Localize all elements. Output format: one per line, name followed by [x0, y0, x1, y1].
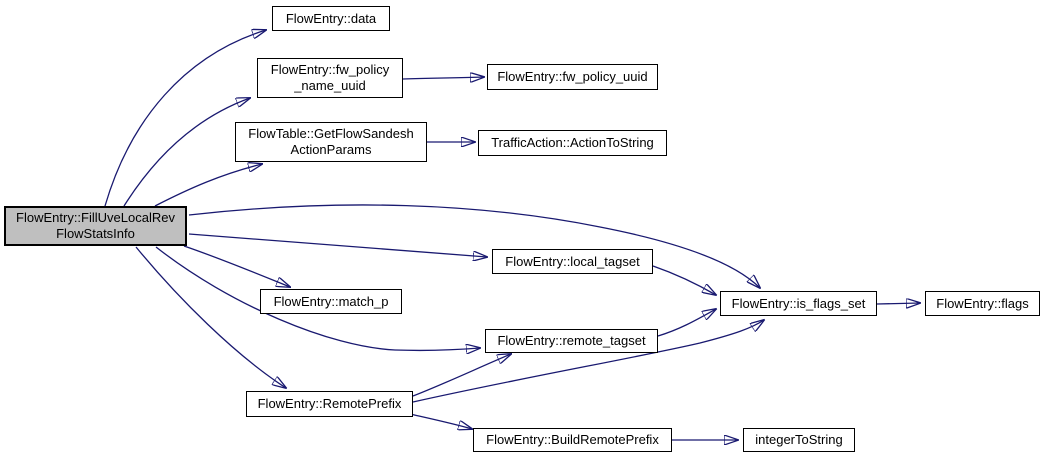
edge-main-to-is-flags-set	[188, 204, 760, 288]
node-remote-tagset[interactable]: FlowEntry::remote_tagset	[485, 329, 658, 353]
node-fill-uve-local-rev-flow-stats-info: FlowEntry::FillUveLocalRev FlowStatsInfo	[4, 206, 187, 246]
node-flags[interactable]: FlowEntry::flags	[925, 291, 1040, 316]
node-build-remote-prefix[interactable]: FlowEntry::BuildRemotePrefix	[473, 428, 672, 452]
node-fw-policy-uuid[interactable]: FlowEntry::fw_policy_uuid	[487, 64, 658, 90]
edge-fw-policy-name-uuid-to-fw-policy-uuid	[402, 77, 484, 79]
edge-main-to-remote-tagset	[155, 246, 480, 350]
node-is-flags-set[interactable]: FlowEntry::is_flags_set	[720, 291, 877, 316]
edge-main-to-data	[104, 30, 266, 207]
edge-remote-tagset-to-is-flags-set	[657, 309, 716, 337]
node-match-p[interactable]: FlowEntry::match_p	[260, 289, 402, 314]
node-integer-to-string[interactable]: integerToString	[743, 428, 855, 452]
node-flowentry-data[interactable]: FlowEntry::data	[272, 6, 390, 31]
edge-is-flags-set-to-flags	[876, 303, 920, 304]
edge-main-to-remote-prefix	[135, 246, 286, 388]
edge-local-tagset-to-is-flags-set	[652, 265, 716, 295]
edge-main-to-local-tagset	[188, 233, 487, 257]
node-local-tagset[interactable]: FlowEntry::local_tagset	[492, 249, 653, 274]
node-get-flow-sandesh-action-params[interactable]: FlowTable::GetFlowSandesh ActionParams	[235, 122, 427, 162]
edge-main-to-fw-policy-name-uuid	[123, 98, 250, 207]
edge-main-to-match-p	[183, 245, 290, 287]
edge-remote-prefix-to-is-flags-set	[412, 320, 764, 403]
edge-remote-prefix-to-remote-tagset	[412, 354, 511, 397]
edge-main-to-get-flow-sandesh-action-params	[154, 164, 262, 207]
node-remote-prefix[interactable]: FlowEntry::RemotePrefix	[246, 391, 413, 417]
edge-remote-prefix-to-build-remote-prefix	[409, 413, 472, 429]
node-fw-policy-name-uuid[interactable]: FlowEntry::fw_policy _name_uuid	[257, 58, 403, 98]
node-action-to-string[interactable]: TrafficAction::ActionToString	[478, 130, 667, 156]
